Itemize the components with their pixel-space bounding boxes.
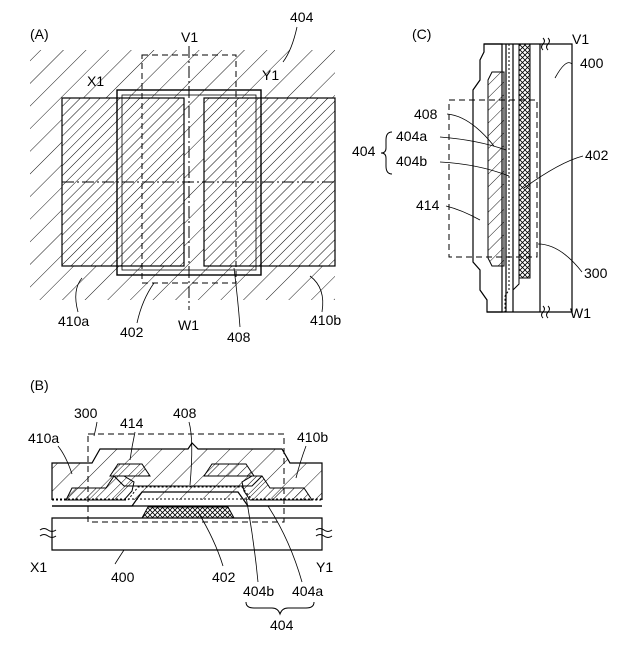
label-a-v1: V1 <box>181 29 198 45</box>
label-a-402: 402 <box>120 324 144 340</box>
substrate-b-400 <box>52 518 322 550</box>
panel-b-horizontal-section: (B) 300 414 <box>28 377 333 633</box>
panel-a-top-view: (A) V1 W1 X1 Y1 404 410a 402 408 410b <box>20 9 350 345</box>
brace-b-404 <box>246 602 314 614</box>
label-a-w1: W1 <box>178 317 199 333</box>
label-a-410a: 410a <box>58 313 89 329</box>
label-c-v1: V1 <box>572 31 589 47</box>
label-a-y1: Y1 <box>262 67 279 83</box>
label-b-402: 402 <box>212 569 236 585</box>
label-a-404: 404 <box>290 9 314 25</box>
label-b-x1: X1 <box>30 559 47 575</box>
label-c-404b: 404b <box>396 153 427 169</box>
label-b-404a: 404a <box>292 583 323 599</box>
label-a-x1: X1 <box>87 73 104 89</box>
label-b-404b: 404b <box>243 583 274 599</box>
gate-b-402 <box>142 507 234 518</box>
gate-402 <box>519 44 530 278</box>
label-c-408: 408 <box>414 106 438 122</box>
panel-a-label: (A) <box>30 26 49 42</box>
electrode-408 <box>488 72 504 266</box>
insulator-b-414 <box>52 443 322 500</box>
label-c-404: 404 <box>352 143 376 159</box>
label-b-414: 414 <box>120 415 144 431</box>
label-c-402: 402 <box>585 147 609 163</box>
label-b-408: 408 <box>173 405 197 421</box>
label-c-300: 300 <box>584 265 608 281</box>
label-c-w1: W1 <box>570 305 591 321</box>
panel-b-leaders <box>58 422 306 582</box>
label-b-300: 300 <box>74 405 98 421</box>
label-b-410a: 410a <box>28 430 59 446</box>
label-b-410b: 410b <box>297 429 328 445</box>
label-c-404a: 404a <box>396 128 427 144</box>
panel-c-leaders <box>440 63 583 272</box>
substrate-400 <box>540 44 572 312</box>
label-b-400: 400 <box>111 569 135 585</box>
panel-c-label: (C) <box>412 26 431 42</box>
brace-404 <box>381 132 392 174</box>
label-c-400: 400 <box>580 55 604 71</box>
label-a-410b: 410b <box>310 312 341 328</box>
label-b-y1: Y1 <box>316 559 333 575</box>
panel-b-label: (B) <box>30 377 49 393</box>
panel-c-vertical-section: (C) V1 W1 400 40 <box>352 26 609 321</box>
label-c-414: 414 <box>416 197 440 213</box>
label-a-408: 408 <box>227 329 251 345</box>
label-b-404: 404 <box>270 617 294 633</box>
